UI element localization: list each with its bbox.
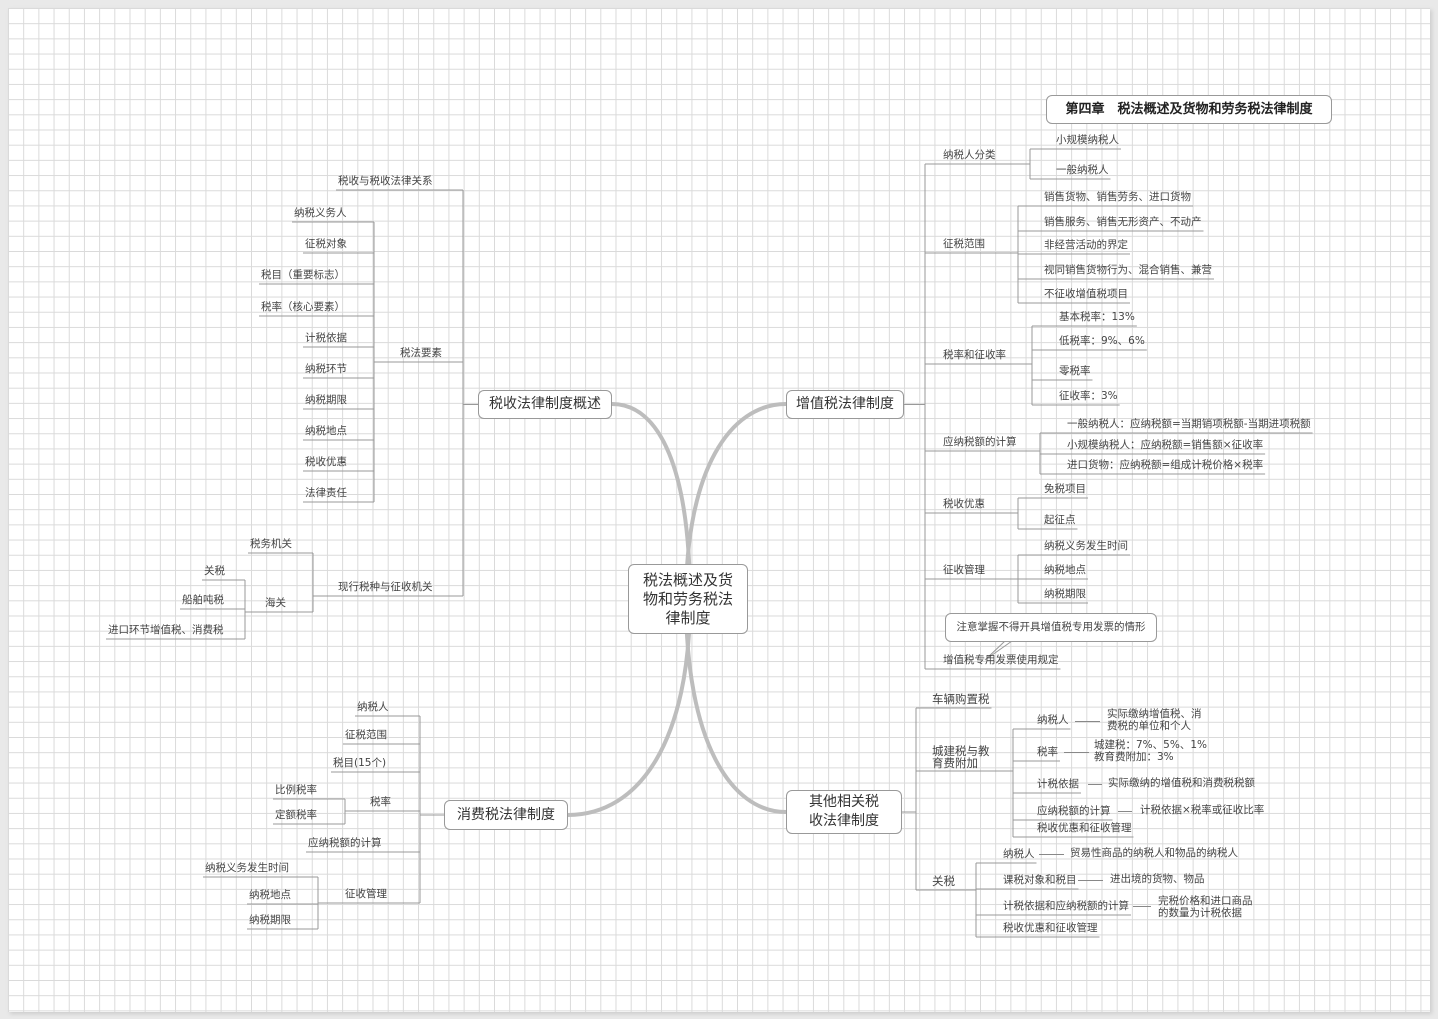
element-item[interactable]: 计税依据: [305, 332, 347, 344]
ct-admin-item[interactable]: 纳税地点: [249, 889, 291, 901]
vat-calc-item[interactable]: 进口货物：应纳税额=组成计税价格×税率: [1067, 459, 1264, 471]
urban-row-value: 教育费附加：3%: [1094, 751, 1174, 763]
vat-taxpayer-item[interactable]: 一般纳税人: [1056, 164, 1109, 176]
vat-rates[interactable]: 税率和征收率: [943, 349, 1006, 361]
element-item[interactable]: 纳税义务人: [294, 207, 347, 219]
customs-item[interactable]: 船舶吨税: [182, 594, 224, 606]
urban-row-value: 计税依据×税率或征收比率: [1140, 804, 1265, 816]
topic-tax-relation[interactable]: 税收与税收法律关系: [338, 175, 433, 187]
customs-row-value: 贸易性商品的纳税人和物品的纳税人: [1070, 847, 1238, 859]
vat-rate-item[interactable]: 征收率：3%: [1059, 390, 1118, 402]
vat-scope-item[interactable]: 不征收增值税项目: [1044, 288, 1128, 300]
connector-dash: [1088, 784, 1102, 785]
vat-taxpayer-item[interactable]: 小规模纳税人: [1056, 134, 1119, 146]
ct-item[interactable]: 纳税人: [357, 701, 389, 713]
branch-tax-overview[interactable]: 税收法律制度概述: [478, 390, 612, 419]
vat-scope-item[interactable]: 销售货物、销售劳务、进口货物: [1044, 191, 1191, 203]
vat-admin-item[interactable]: 纳税地点: [1044, 564, 1086, 576]
customs-row-key[interactable]: 税收优惠和征收管理: [1003, 922, 1098, 934]
urban-row-key[interactable]: 纳税人: [1037, 714, 1069, 726]
urban-tax[interactable]: 城建税与教育费附加: [932, 744, 990, 770]
ct-admin[interactable]: 征收管理: [345, 888, 387, 900]
vat-taxpayer[interactable]: 纳税人分类: [943, 149, 996, 161]
vat-incentive-item[interactable]: 免税项目: [1044, 483, 1086, 495]
ct-rate[interactable]: 税率: [370, 796, 391, 808]
vehicle-purchase-tax[interactable]: 车辆购置税: [932, 692, 990, 706]
element-item[interactable]: 税收优惠: [305, 456, 347, 468]
urban-row-key[interactable]: 应纳税额的计算: [1037, 805, 1111, 817]
ct-item[interactable]: 税目(15个): [333, 757, 387, 769]
urban-row-value: 实际缴纳的增值税和消费税税额: [1108, 777, 1255, 789]
ct-admin-item[interactable]: 纳税义务发生时间: [205, 862, 289, 874]
ct-item[interactable]: 征税范围: [345, 729, 387, 741]
connector-dash: [1039, 854, 1064, 855]
element-item[interactable]: 税率（核心要素）: [261, 301, 345, 313]
vat-rate-item[interactable]: 低税率：9%、6%: [1059, 335, 1145, 347]
element-item[interactable]: 纳税地点: [305, 425, 347, 437]
urban-row-key[interactable]: 计税依据: [1037, 778, 1079, 790]
vat-incentive[interactable]: 税收优惠: [943, 498, 985, 510]
vat-invoice-callout: 注意掌握不得开具增值税专用发票的情形: [945, 613, 1157, 642]
vat-incentive-item[interactable]: 起征点: [1044, 514, 1076, 526]
vat-calc[interactable]: 应纳税额的计算: [943, 436, 1017, 448]
vat-scope-item[interactable]: 非经营活动的界定: [1044, 239, 1128, 251]
vat-scope[interactable]: 征税范围: [943, 238, 985, 250]
element-item[interactable]: 法律责任: [305, 487, 347, 499]
vat-scope-item[interactable]: 销售服务、销售无形资产、不动产: [1044, 216, 1202, 228]
ct-calc[interactable]: 应纳税额的计算: [308, 837, 382, 849]
connector-dash: [1133, 906, 1151, 907]
connector-dash: [1118, 811, 1132, 812]
customs-row-key[interactable]: 纳税人: [1003, 848, 1035, 860]
element-item[interactable]: 纳税期限: [305, 394, 347, 406]
urban-row-value: 实际缴纳增值税、消费税的单位和个人: [1107, 708, 1202, 732]
branch-vat[interactable]: 增值税法律制度: [786, 390, 904, 419]
vat-calc-item[interactable]: 小规模纳税人：应纳税额=销售额×征收率: [1067, 439, 1264, 451]
vat-invoice[interactable]: 增值税专用发票使用规定: [943, 654, 1059, 666]
vat-calc-item[interactable]: 一般纳税人：应纳税额=当期销项税额-当期进项税额: [1067, 418, 1311, 430]
customs-item[interactable]: 进口环节增值税、消费税: [108, 624, 224, 636]
element-item[interactable]: 纳税环节: [305, 363, 347, 375]
chapter-title: 第四章 税法概述及货物和劳务税法律制度: [1046, 95, 1332, 124]
topic-current-taxes[interactable]: 现行税种与征收机关: [338, 581, 433, 593]
vat-rate-item[interactable]: 基本税率：13%: [1059, 311, 1135, 323]
central-topic[interactable]: 税法概述及货物和劳务税法律制度: [628, 564, 748, 634]
vat-scope-item[interactable]: 视同销售货物行为、混合销售、兼营: [1044, 264, 1212, 276]
customs-row-value: 完税价格和进口商品的数量为计税依据: [1158, 895, 1253, 919]
topic-tax-elements[interactable]: 税法要素: [400, 347, 442, 359]
element-item[interactable]: 征税对象: [305, 238, 347, 250]
customs-row-key[interactable]: 课税对象和税目: [1003, 874, 1077, 886]
ct-admin-item[interactable]: 纳税期限: [249, 914, 291, 926]
vat-admin-item[interactable]: 纳税义务发生时间: [1044, 540, 1128, 552]
vat-admin-item[interactable]: 纳税期限: [1044, 588, 1086, 600]
urban-row-value: 城建税：7%、5%、1%: [1094, 739, 1207, 751]
customs-row-value: 进出境的货物、物品: [1110, 873, 1205, 885]
customs-row-key[interactable]: 计税依据和应纳税额的计算: [1003, 900, 1129, 912]
ct-rate-item[interactable]: 定额税率: [275, 809, 317, 821]
element-item[interactable]: 税目（重要标志）: [261, 269, 345, 281]
connector-dash: [1078, 880, 1103, 881]
urban-row-key[interactable]: 税率: [1037, 746, 1058, 758]
customs[interactable]: 海关: [265, 597, 286, 609]
vat-admin[interactable]: 征收管理: [943, 564, 985, 576]
customs-item[interactable]: 关税: [204, 565, 225, 577]
connector-dash: [1075, 721, 1100, 722]
vat-rate-item[interactable]: 零税率: [1059, 365, 1091, 377]
branch-other-taxes[interactable]: 其他相关税收法律制度: [786, 790, 902, 834]
branch-consumption-tax[interactable]: 消费税法律制度: [444, 800, 568, 830]
connector-dash: [1064, 752, 1089, 753]
urban-row-key[interactable]: 税收优惠和征收管理: [1037, 822, 1132, 834]
customs-duty[interactable]: 关税: [932, 874, 955, 888]
tax-bureau[interactable]: 税务机关: [250, 538, 292, 550]
ct-rate-item[interactable]: 比例税率: [275, 784, 317, 796]
